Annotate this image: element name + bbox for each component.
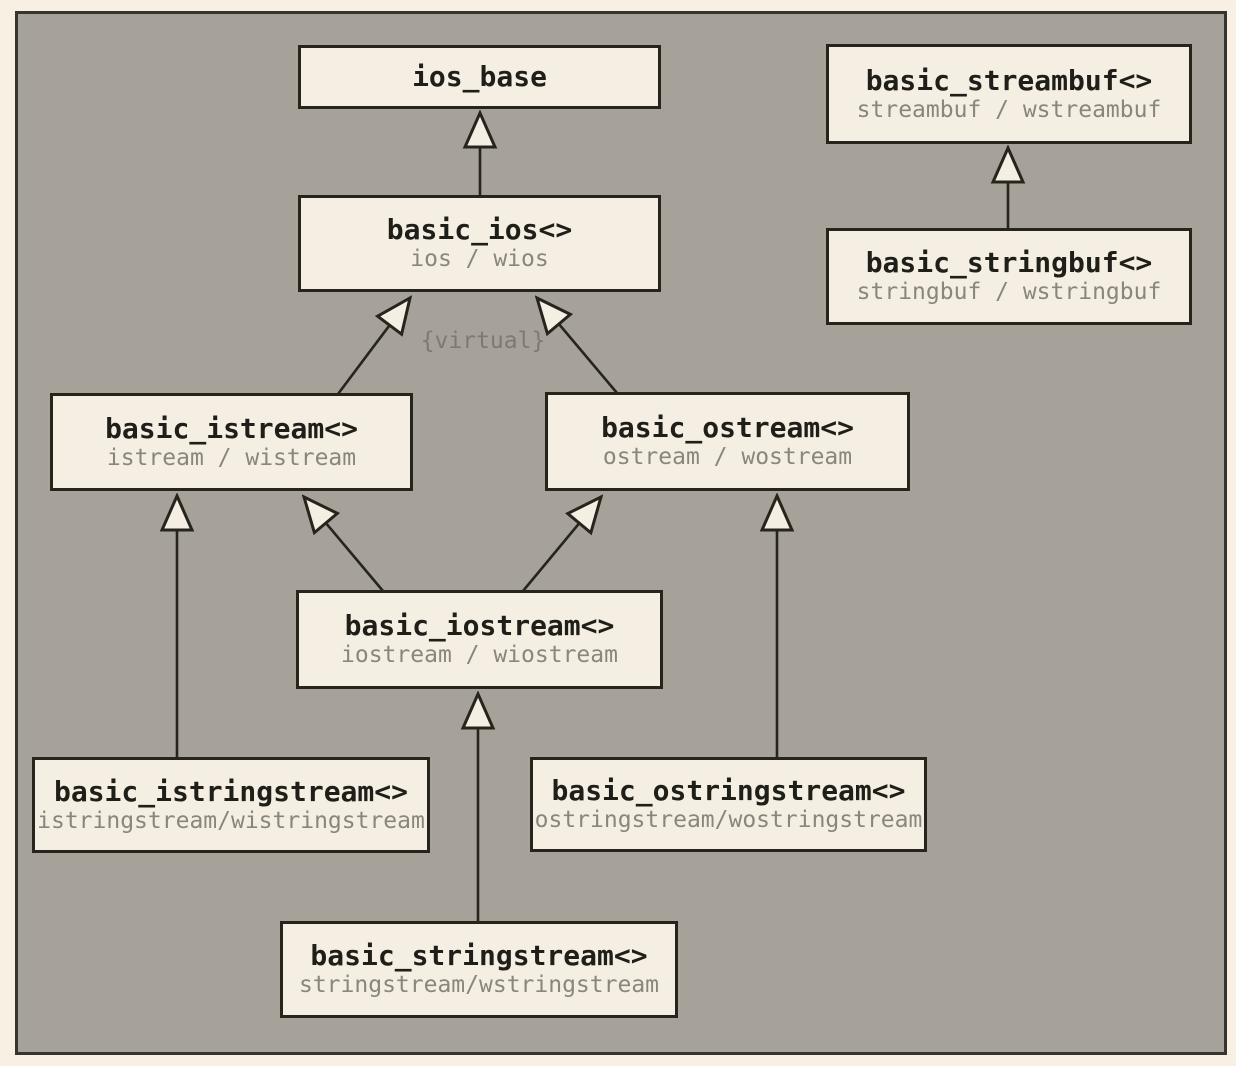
class-box-basic-stringstream: basic_stringstream<> stringstream/wstrin… <box>280 921 678 1018</box>
class-box-basic-ios: basic_ios<> ios / wios <box>298 195 661 292</box>
class-box-basic-istream: basic_istream<> istream / wistream <box>50 393 413 491</box>
class-box-basic-istringstream: basic_istringstream<> istringstream/wist… <box>32 757 430 853</box>
class-name: basic_ios<> <box>386 213 573 247</box>
typedef-names: istream / wistream <box>106 444 357 471</box>
class-box-basic-streambuf: basic_streambuf<> streambuf / wstreambuf <box>826 44 1192 144</box>
class-name: basic_streambuf<> <box>865 63 1153 97</box>
typedef-names: ios / wios <box>410 246 549 273</box>
class-name: basic_stringstream<> <box>310 939 648 973</box>
typedef-names: stringbuf / wstringbuf <box>856 279 1162 306</box>
diagram-panel <box>15 11 1227 1055</box>
class-name: ios_base <box>412 60 547 94</box>
class-name: basic_istringstream<> <box>53 774 408 808</box>
class-box-ios-base: ios_base <box>298 45 661 109</box>
class-name: basic_iostream<> <box>344 609 615 643</box>
typedef-names: ostream / wostream <box>602 444 853 471</box>
class-box-basic-iostream: basic_iostream<> iostream / wiostream <box>296 590 663 689</box>
class-name: basic_stringbuf<> <box>865 246 1153 280</box>
class-name: basic_istream<> <box>105 411 358 445</box>
class-box-basic-ostream: basic_ostream<> ostream / wostream <box>545 392 910 491</box>
typedef-names: istringstream/wistringstream <box>37 807 425 834</box>
class-box-basic-ostringstream: basic_ostringstream<> ostringstream/wost… <box>530 757 927 852</box>
class-box-basic-stringbuf: basic_stringbuf<> stringbuf / wstringbuf <box>826 228 1192 325</box>
class-name: basic_ostringstream<> <box>551 774 906 808</box>
virtual-inheritance-label: {virtual} <box>420 328 546 354</box>
typedef-names: stringstream/wstringstream <box>298 972 660 999</box>
typedef-names: streambuf / wstreambuf <box>856 96 1162 123</box>
typedef-names: iostream / wiostream <box>341 642 618 669</box>
class-name: basic_ostream<> <box>601 411 854 445</box>
typedef-names: ostringstream/wostringstream <box>534 807 923 834</box>
